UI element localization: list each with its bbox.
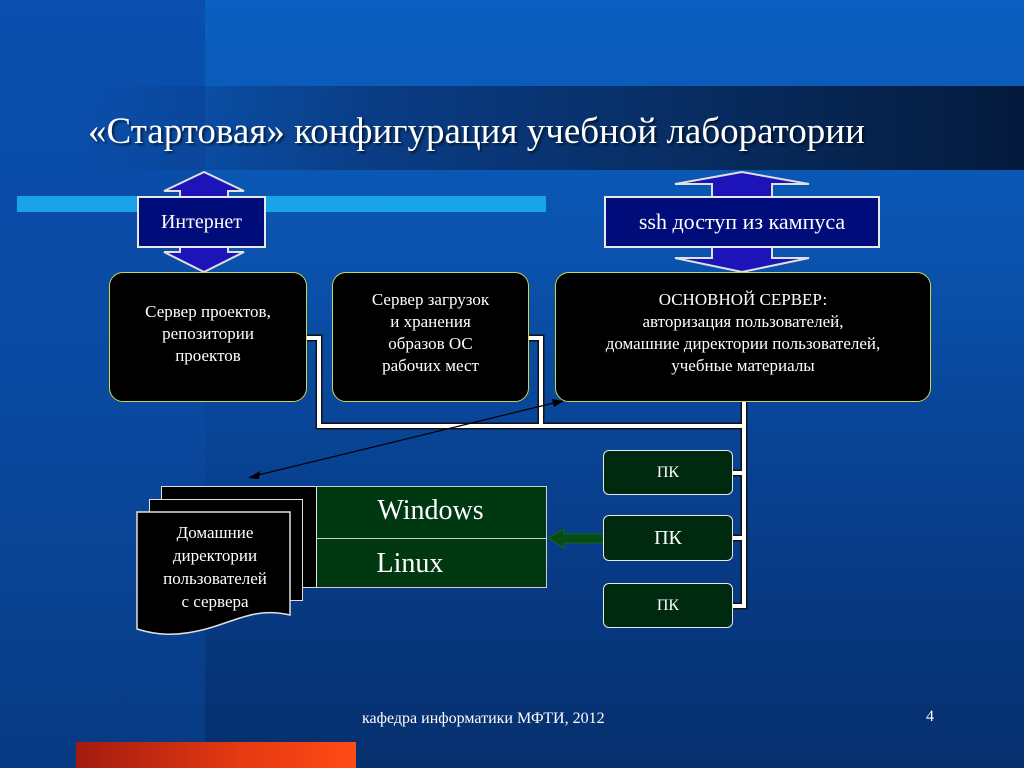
slide-title: «Стартовая» конфигурация учебной лаборат… (88, 111, 865, 152)
project-server-line: репозитории (162, 324, 254, 343)
boot-arrow (547, 528, 605, 549)
boot-server-line: и хранения (390, 312, 471, 331)
main-server-box: ОСНОВНОЙ СЕРВЕР: авторизация пользовател… (555, 272, 931, 402)
internet-label: Интернет (137, 196, 266, 248)
pc-node-1: ПК (603, 450, 733, 495)
boot-server-line: Сервер загрузок (371, 290, 490, 309)
internet-label-text: Интернет (160, 210, 243, 233)
main-server-line: учебные материалы (671, 356, 815, 375)
os-divider (315, 538, 546, 539)
footer-text: кафедра информатики МФТИ, 2012 (362, 710, 605, 727)
boot-server-box: Сервер загрузок и хранения образов ОС ра… (332, 272, 529, 402)
main-server-line: авторизация пользователей, (642, 312, 844, 331)
boot-server-line: рабочих мест (382, 356, 479, 375)
home-dirs-line: пользователей (163, 569, 267, 588)
page-number: 4 (926, 708, 934, 725)
pc-node-2: ПК (603, 515, 733, 561)
title-band (85, 86, 1024, 170)
boot-server-line: образов ОС (388, 334, 473, 353)
os-windows: Windows (377, 495, 484, 526)
pc-node-3: ПК (603, 583, 733, 628)
project-server-line: проектов (175, 346, 241, 365)
os-panel: Windows Linux (314, 486, 547, 588)
ssh-access-label-text: ssh доступ из кампуса (638, 209, 846, 234)
main-server-line: домашние директории пользователей, (605, 334, 881, 353)
accent-bar-red (76, 742, 356, 768)
home-dirs-line: Домашние (176, 523, 254, 542)
pc-node-label: ПК (656, 463, 680, 481)
project-server-box: Сервер проектов, репозитории проектов (109, 272, 307, 402)
main-server-line: ОСНОВНОЙ СЕРВЕР: (658, 290, 828, 309)
home-dirs-line: с сервера (181, 592, 249, 611)
pc-node-label: ПК (656, 596, 680, 614)
os-linux: Linux (376, 548, 444, 579)
home-dirs-line: директории (172, 546, 258, 565)
ssh-access-label: ssh доступ из кампуса (604, 196, 880, 248)
project-server-line: Сервер проектов, (145, 302, 271, 321)
home-dirs-text: Домашние директории пользователей с серв… (142, 521, 288, 613)
home-dirs-doc-front (136, 511, 291, 636)
pc-node-label: ПК (654, 526, 682, 549)
